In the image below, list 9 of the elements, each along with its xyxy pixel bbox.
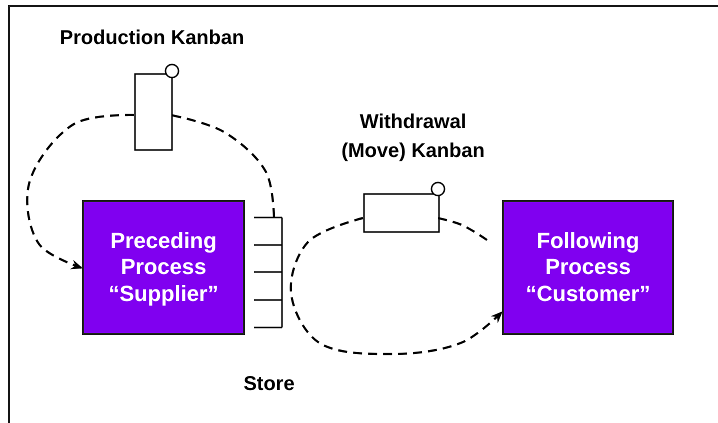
- dashed-arrow: [290, 216, 503, 356]
- process-box: Following Process “Customer”: [502, 200, 674, 335]
- store-label: Store: [242, 372, 296, 397]
- dashed-line: [438, 216, 488, 241]
- dashed-arrow: [26, 114, 134, 270]
- kanban-label: Production Kanban: [58, 26, 246, 51]
- kanban-label: Withdrawal (Move) Kanban: [340, 110, 486, 164]
- process-box: Preceding Process “Supplier”: [82, 200, 245, 335]
- dashed-line: [170, 114, 276, 218]
